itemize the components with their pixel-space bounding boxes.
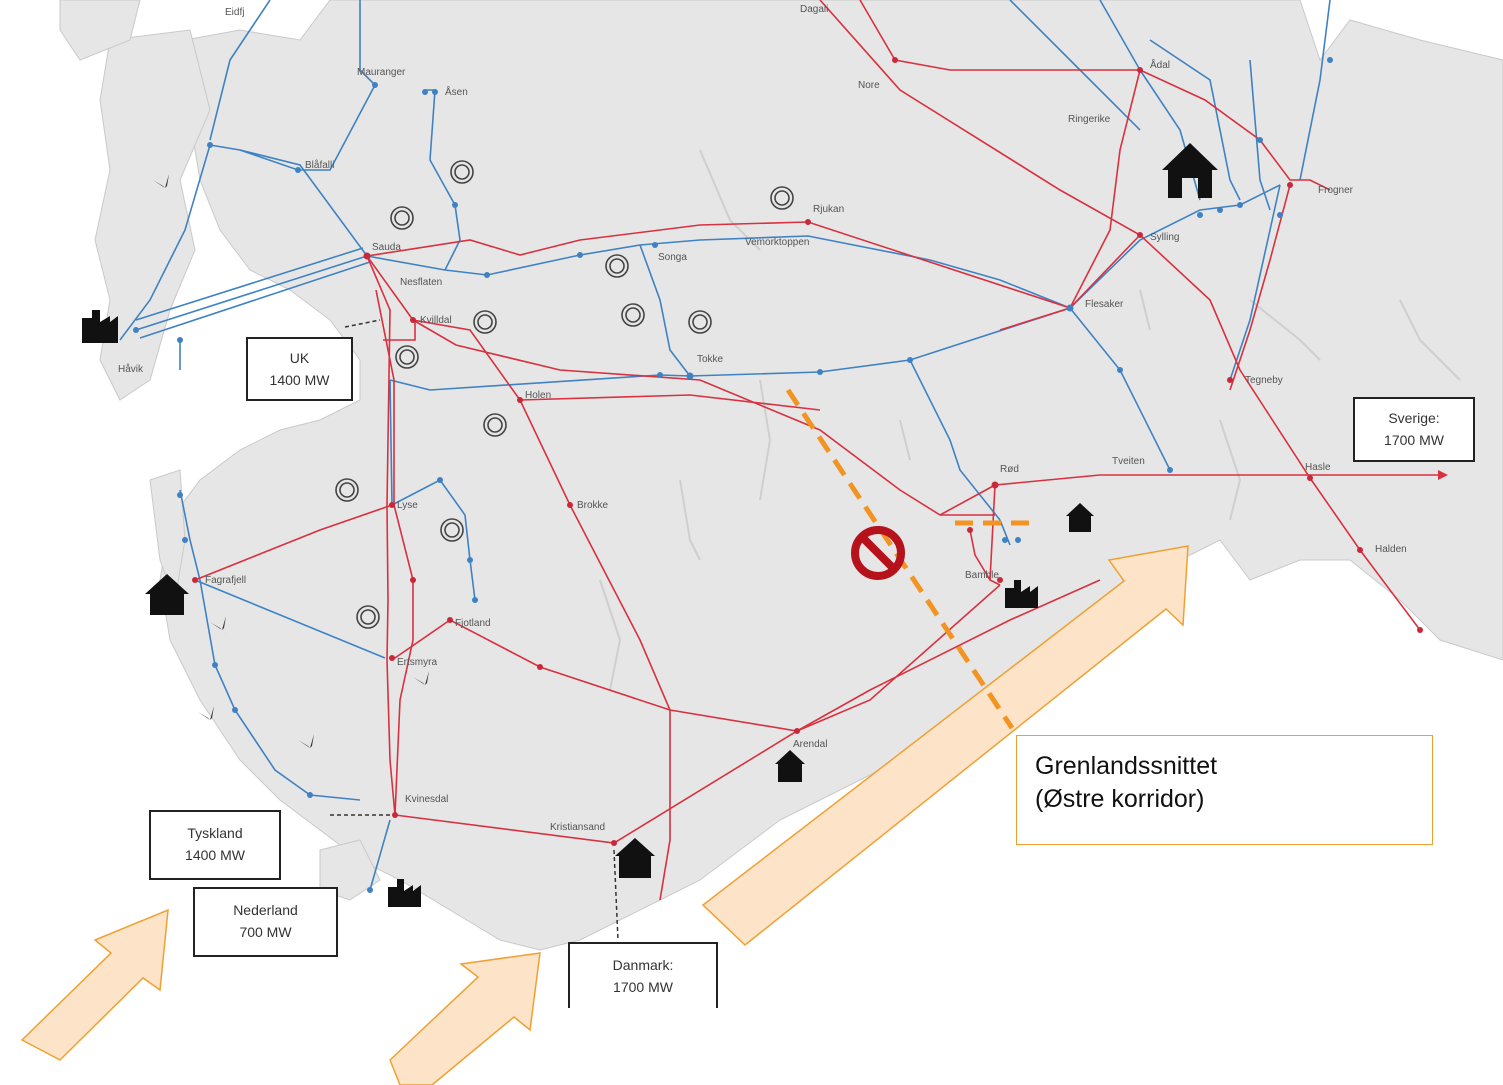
label-tveiten: Tveiten [1112,456,1145,467]
label-kristiansand: Kristiansand [550,822,605,833]
island-west-3 [59,0,141,61]
hydro-plant-icon [605,254,629,278]
danmark-capacity: 1700 MW [613,979,673,995]
flow-arrow-mid[interactable] [389,952,541,1085]
label-rjukan: Rjukan [813,204,844,215]
uk-name: UK [289,350,310,366]
factory-icon [82,310,118,343]
label-halden: Halden [1375,544,1407,555]
hydro-plant-icon [621,303,645,327]
tyskland-name: Tyskland [187,825,243,841]
land-masses [59,0,1503,951]
label-fagrafjell: Fagrafjell [205,575,246,586]
label-sylling: Sylling [1150,232,1179,243]
interconnector-danmark: Danmark: 1700 MW [568,942,718,1008]
house-icon [1162,143,1218,198]
label-vemorktoppen: Vemorktoppen [745,237,810,248]
island-west-1 [94,29,211,401]
label-rod: Rød [1000,464,1019,475]
hydro-plant-icon [483,413,507,437]
label-kvilldal: Kvilldal [420,315,452,326]
label-songa: Songa [658,252,687,263]
land-detail-lakes [599,149,1461,691]
house-icon [775,750,805,782]
hydro-plant-icon [688,310,712,334]
flow-arrow-large[interactable] [701,545,1189,946]
sverige-capacity: 1700 MW [1384,432,1444,448]
hydro-plant-icon [335,478,359,502]
label-adal: Ådal [1150,58,1170,71]
label-ringerike: Ringerike [1068,114,1111,125]
label-blafalli: Blåfalli [305,159,334,171]
label-ertsmyra: Ertsmyra [397,657,437,668]
nederland-capacity: 700 MW [239,924,292,940]
hydro-plant-icon [770,186,794,210]
grenland-callout: Grenlandssnittet (Østre korridor) [1016,735,1433,845]
hydro-plant-icon [390,206,414,230]
flow-arrow-left[interactable] [20,908,169,1061]
export-arrowhead [1438,470,1448,480]
interconnector-nederland: Nederland 700 MW [193,887,338,957]
cable-uk-dashed [344,319,381,328]
place-labels: Eidfj Dagali Mauranger Åsen Nore Ådal Ri… [118,4,1407,833]
cable-danmark-dashed [613,849,619,941]
label-nesflaten: Nesflaten [400,277,442,288]
substations-blue [133,57,1333,893]
label-lyse: Lyse [397,500,418,511]
label-havik: Håvik [118,363,144,375]
label-sauda: Sauda [372,242,401,253]
label-eidfjord: Eidfj [225,7,244,18]
tyskland-capacity: 1400 MW [185,847,245,863]
island-south [319,839,381,901]
interconnector-sverige: Sverige: 1700 MW [1353,397,1475,462]
label-kvinesdal: Kvinesdal [405,794,448,805]
hydro-plant-icon [356,605,380,629]
callout-title: Grenlandssnittet [1035,752,1218,780]
label-brokke: Brokke [577,500,609,511]
house-icon [615,838,655,878]
callout-subtitle: (Østre korridor) [1035,785,1205,813]
interconnector-tyskland: Tyskland 1400 MW [149,810,281,880]
interconnector-uk: UK 1400 MW [246,337,353,401]
label-flesaker: Flesaker [1085,299,1124,310]
no-entry-icon [851,526,905,580]
hydro-plant-icon [450,160,474,184]
island-west-2 [149,469,186,602]
substations-red [192,57,1423,846]
label-hasle: Hasle [1305,462,1331,473]
label-asen: Åsen [445,85,468,98]
houses [145,143,1218,878]
hydro-plants [335,160,794,629]
label-nore: Nore [858,80,880,91]
label-dagali: Dagali [800,4,828,15]
factory-icon [388,879,421,907]
uk-capacity: 1400 MW [269,372,330,388]
hydro-plant-icon [395,345,419,369]
factories [82,310,1038,907]
factory-icon [1005,580,1038,608]
nederland-name: Nederland [233,902,298,918]
label-arendal: Arendal [793,739,827,750]
mainland [159,0,1503,951]
house-icon [145,574,189,615]
label-mauranger: Mauranger [357,67,406,78]
sverige-name: Sverige: [1388,410,1440,426]
label-frogner: Frogner [1318,185,1354,196]
house-icon [1066,503,1094,532]
label-bamble: Bamble [965,570,999,581]
label-fjotland: Fjotland [455,618,491,629]
label-holen: Holen [525,390,551,401]
flow-arrows [20,545,1189,1085]
hydro-plant-icon [440,518,464,542]
danmark-name: Danmark: [612,957,674,973]
hydro-plant-icon [473,310,497,334]
label-tokke: Tokke [697,354,724,365]
label-tegneby: Tegneby [1245,375,1283,386]
